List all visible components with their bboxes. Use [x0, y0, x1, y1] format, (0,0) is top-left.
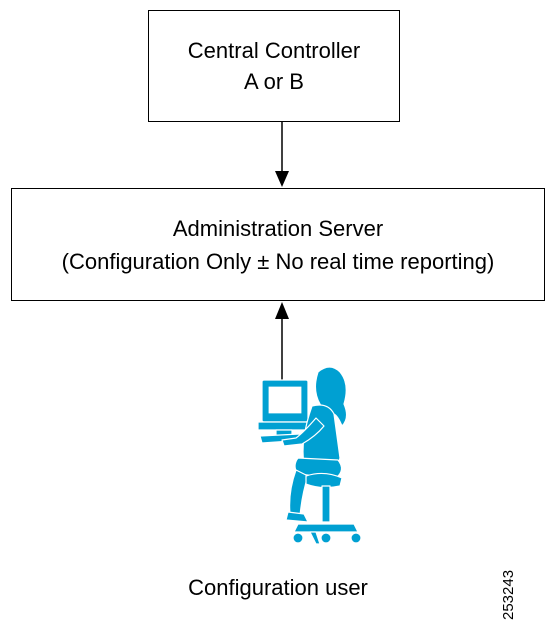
administration-server-box: Administration Server (Configuration Onl… [11, 188, 545, 301]
user-to-admin-arrowhead [275, 302, 289, 319]
administration-server-label: Administration Server [172, 215, 384, 241]
person-at-computer-icon [257, 366, 362, 545]
central-controller-sublabel: A or B [244, 69, 304, 94]
central-controller-box: Central Controller A or B [148, 10, 400, 122]
central-controller-label: Central Controller [187, 38, 361, 63]
configuration-user-label: Configuration user [188, 575, 368, 600]
administration-server-sublabel: (Configuration Only ± No real time repor… [61, 248, 495, 274]
figure-number: 253243 [500, 569, 517, 620]
controller-to-admin-arrowhead [275, 171, 289, 187]
